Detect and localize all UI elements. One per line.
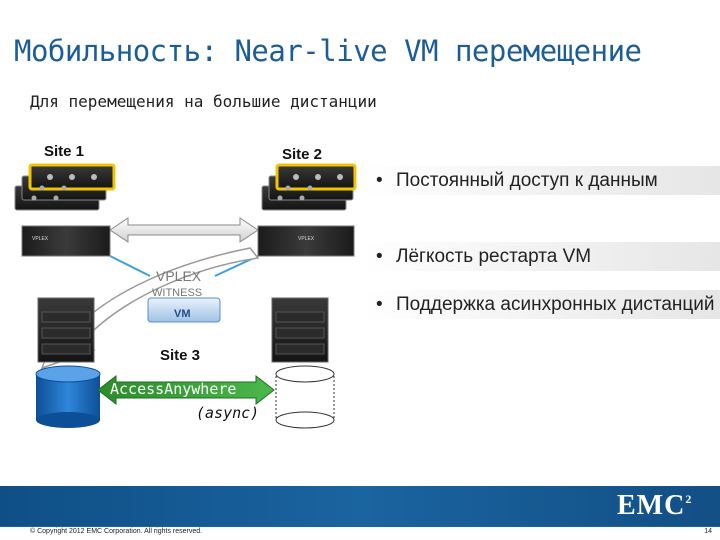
bullet-marker: • [376,170,383,191]
slide-subtitle: Для перемещения на большие дистанции [30,92,377,111]
witness-server [147,297,221,323]
async-label: (async) [196,404,260,422]
logo-superscript: 2 [685,492,693,506]
emc-logo: EMC2 [617,490,692,522]
bullet-item-2: • Лёгкость рестарта VM [362,242,720,271]
svg-text:VPLEX: VPLEX [298,236,315,242]
vplex-appliance-site2: VPLEX [257,225,355,257]
site2-storage-cylinder [275,365,335,429]
access-anywhere-label: AccessAnywhere [110,380,237,398]
bullet-text: Лёгкость рестарта VM [396,246,592,267]
copyright-text: © Copyright 2012 EMC Corporation. All ri… [30,528,203,535]
bullet-text: Постоянный доступ к данным [396,170,658,191]
witness-label: WITNESS [152,287,203,299]
site2-servers [261,163,357,211]
logo-text: EMC [617,490,686,521]
footer-bar [0,486,720,526]
bullet-text: Поддержка асинхронных дистанций [396,294,715,315]
page-number: 14 [704,528,712,535]
vplex-label: VPLEX [156,268,202,284]
site2-label: Site 2 [282,146,323,163]
access-anywhere-arrow [97,374,275,406]
site3-label: Site 3 [160,347,201,364]
site1-storage-cylinder [35,365,101,428]
server-link-arrow [109,217,259,243]
bullet-item-1: • Постоянный доступ к данным [362,166,720,195]
footer-divider [0,526,720,527]
vplex-appliance-site1: VPLEX [21,225,111,257]
bullet-marker: • [376,246,383,267]
slide-title: Мобильность: Near-live VM перемещение [14,34,642,68]
bullet-marker: • [376,294,383,315]
site1-servers [14,163,116,211]
site1-label: Site 1 [44,143,85,160]
svg-text:VPLEX: VPLEX [32,236,49,242]
vm-label: VM [174,308,191,320]
bullet-item-3: • Поддержка асинхронных дистанций [362,290,720,319]
site2-storage-rack [271,297,329,363]
site1-storage-rack [37,297,95,363]
